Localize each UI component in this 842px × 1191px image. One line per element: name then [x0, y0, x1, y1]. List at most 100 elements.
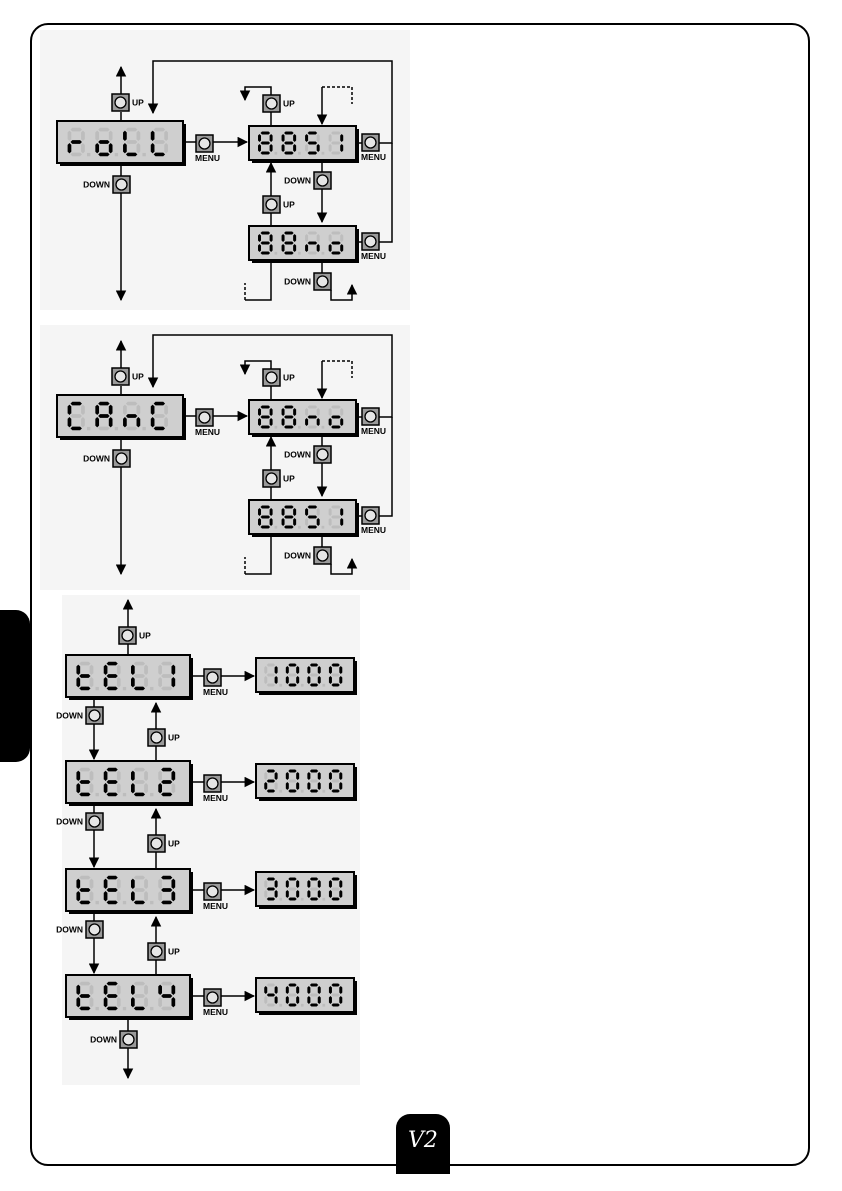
display-option-si [249, 500, 359, 537]
segment-dot [274, 152, 277, 155]
menu-button [204, 883, 221, 900]
segment-dot [298, 426, 301, 429]
segment-dot [322, 152, 325, 155]
segment-dot [115, 427, 118, 430]
panel-rolling [40, 30, 410, 310]
segment-dot [150, 901, 153, 904]
menu-label: MENU [203, 901, 228, 911]
segment-dot [123, 793, 126, 796]
segment-dot [301, 684, 304, 687]
button-circle-icon [89, 924, 100, 935]
menu-label: MENU [195, 427, 220, 437]
up-label: UP [283, 99, 295, 109]
segment-dot [142, 153, 145, 156]
segment-dot [322, 790, 325, 793]
segment-dot [279, 1004, 282, 1007]
button-circle-icon [207, 778, 218, 789]
segment-dot [123, 901, 126, 904]
button-circle-icon [115, 371, 126, 382]
up-button [263, 95, 280, 112]
menu-label: MENU [361, 152, 386, 162]
segment-dot [322, 526, 325, 529]
segment-dot [123, 687, 126, 690]
button-circle-icon [365, 236, 376, 247]
segment-dot [322, 684, 325, 687]
button-circle-icon [199, 138, 210, 149]
segment-dot [150, 687, 153, 690]
button-circle-icon [116, 453, 127, 464]
segment-dot [279, 898, 282, 901]
segment-dot [96, 901, 99, 904]
down-button [314, 547, 331, 564]
segment-dot [274, 426, 277, 429]
up-button [112, 368, 129, 385]
button-circle-icon [365, 411, 376, 422]
up-button [263, 196, 280, 213]
segment-dot [87, 153, 90, 156]
segment-dot [87, 427, 90, 430]
up-label: UP [132, 98, 144, 108]
menu-label: MENU [203, 1007, 228, 1017]
segment-dot [279, 790, 282, 793]
down-label: DOWN [284, 450, 311, 460]
menu-label: MENU [361, 426, 386, 436]
menu-label: MENU [361, 251, 386, 261]
menu-button [196, 409, 213, 426]
down-label: DOWN [56, 711, 83, 721]
menu-button [362, 507, 379, 524]
segment-dot [96, 1007, 99, 1010]
segment-dot [142, 427, 145, 430]
button-circle-icon [89, 816, 100, 827]
button-circle-icon [115, 97, 126, 108]
button-circle-icon [199, 412, 210, 423]
button-circle-icon [266, 199, 277, 210]
menu-label: MENU [203, 793, 228, 803]
down-button [314, 273, 331, 290]
up-button [148, 835, 165, 852]
display-tel-value-4 [256, 978, 357, 1015]
display-canc [57, 395, 186, 440]
button-circle-icon [365, 510, 376, 521]
display-tel-4 [66, 975, 193, 1020]
menu-button [362, 408, 379, 425]
button-circle-icon [317, 449, 328, 460]
down-button [86, 707, 103, 724]
display-tel-value-2 [256, 764, 357, 801]
display-tel-2 [66, 761, 193, 806]
display-tel-1 [66, 655, 193, 700]
menu-button [204, 989, 221, 1006]
display-option-no [249, 226, 359, 263]
segment-dot [150, 793, 153, 796]
up-button [148, 943, 165, 960]
button-circle-icon [207, 672, 218, 683]
up-label: UP [139, 631, 151, 641]
display-tel-3 [66, 869, 193, 914]
down-label: DOWN [83, 180, 110, 190]
button-circle-icon [266, 98, 277, 109]
segment-dot [301, 898, 304, 901]
display-tel-value-3 [256, 872, 357, 909]
menu-button [362, 233, 379, 250]
segment-dot [322, 426, 325, 429]
segment-dot [96, 793, 99, 796]
up-button [263, 470, 280, 487]
menu-button [204, 669, 221, 686]
up-label: UP [132, 372, 144, 382]
up-button [119, 627, 136, 644]
segment-dot [322, 252, 325, 255]
button-circle-icon [317, 550, 328, 561]
up-label: UP [168, 839, 180, 849]
segment-dot [301, 790, 304, 793]
display-tel-value-1 [256, 658, 357, 695]
down-label: DOWN [284, 176, 311, 186]
down-label: DOWN [90, 1035, 117, 1045]
menu-button [362, 134, 379, 151]
button-circle-icon [365, 137, 376, 148]
down-button [113, 176, 130, 193]
down-label: DOWN [56, 925, 83, 935]
display-roll [57, 121, 186, 166]
segment-dot [150, 1007, 153, 1010]
segment-dot [96, 687, 99, 690]
display-option-no [249, 400, 359, 437]
segment-dot [274, 526, 277, 529]
